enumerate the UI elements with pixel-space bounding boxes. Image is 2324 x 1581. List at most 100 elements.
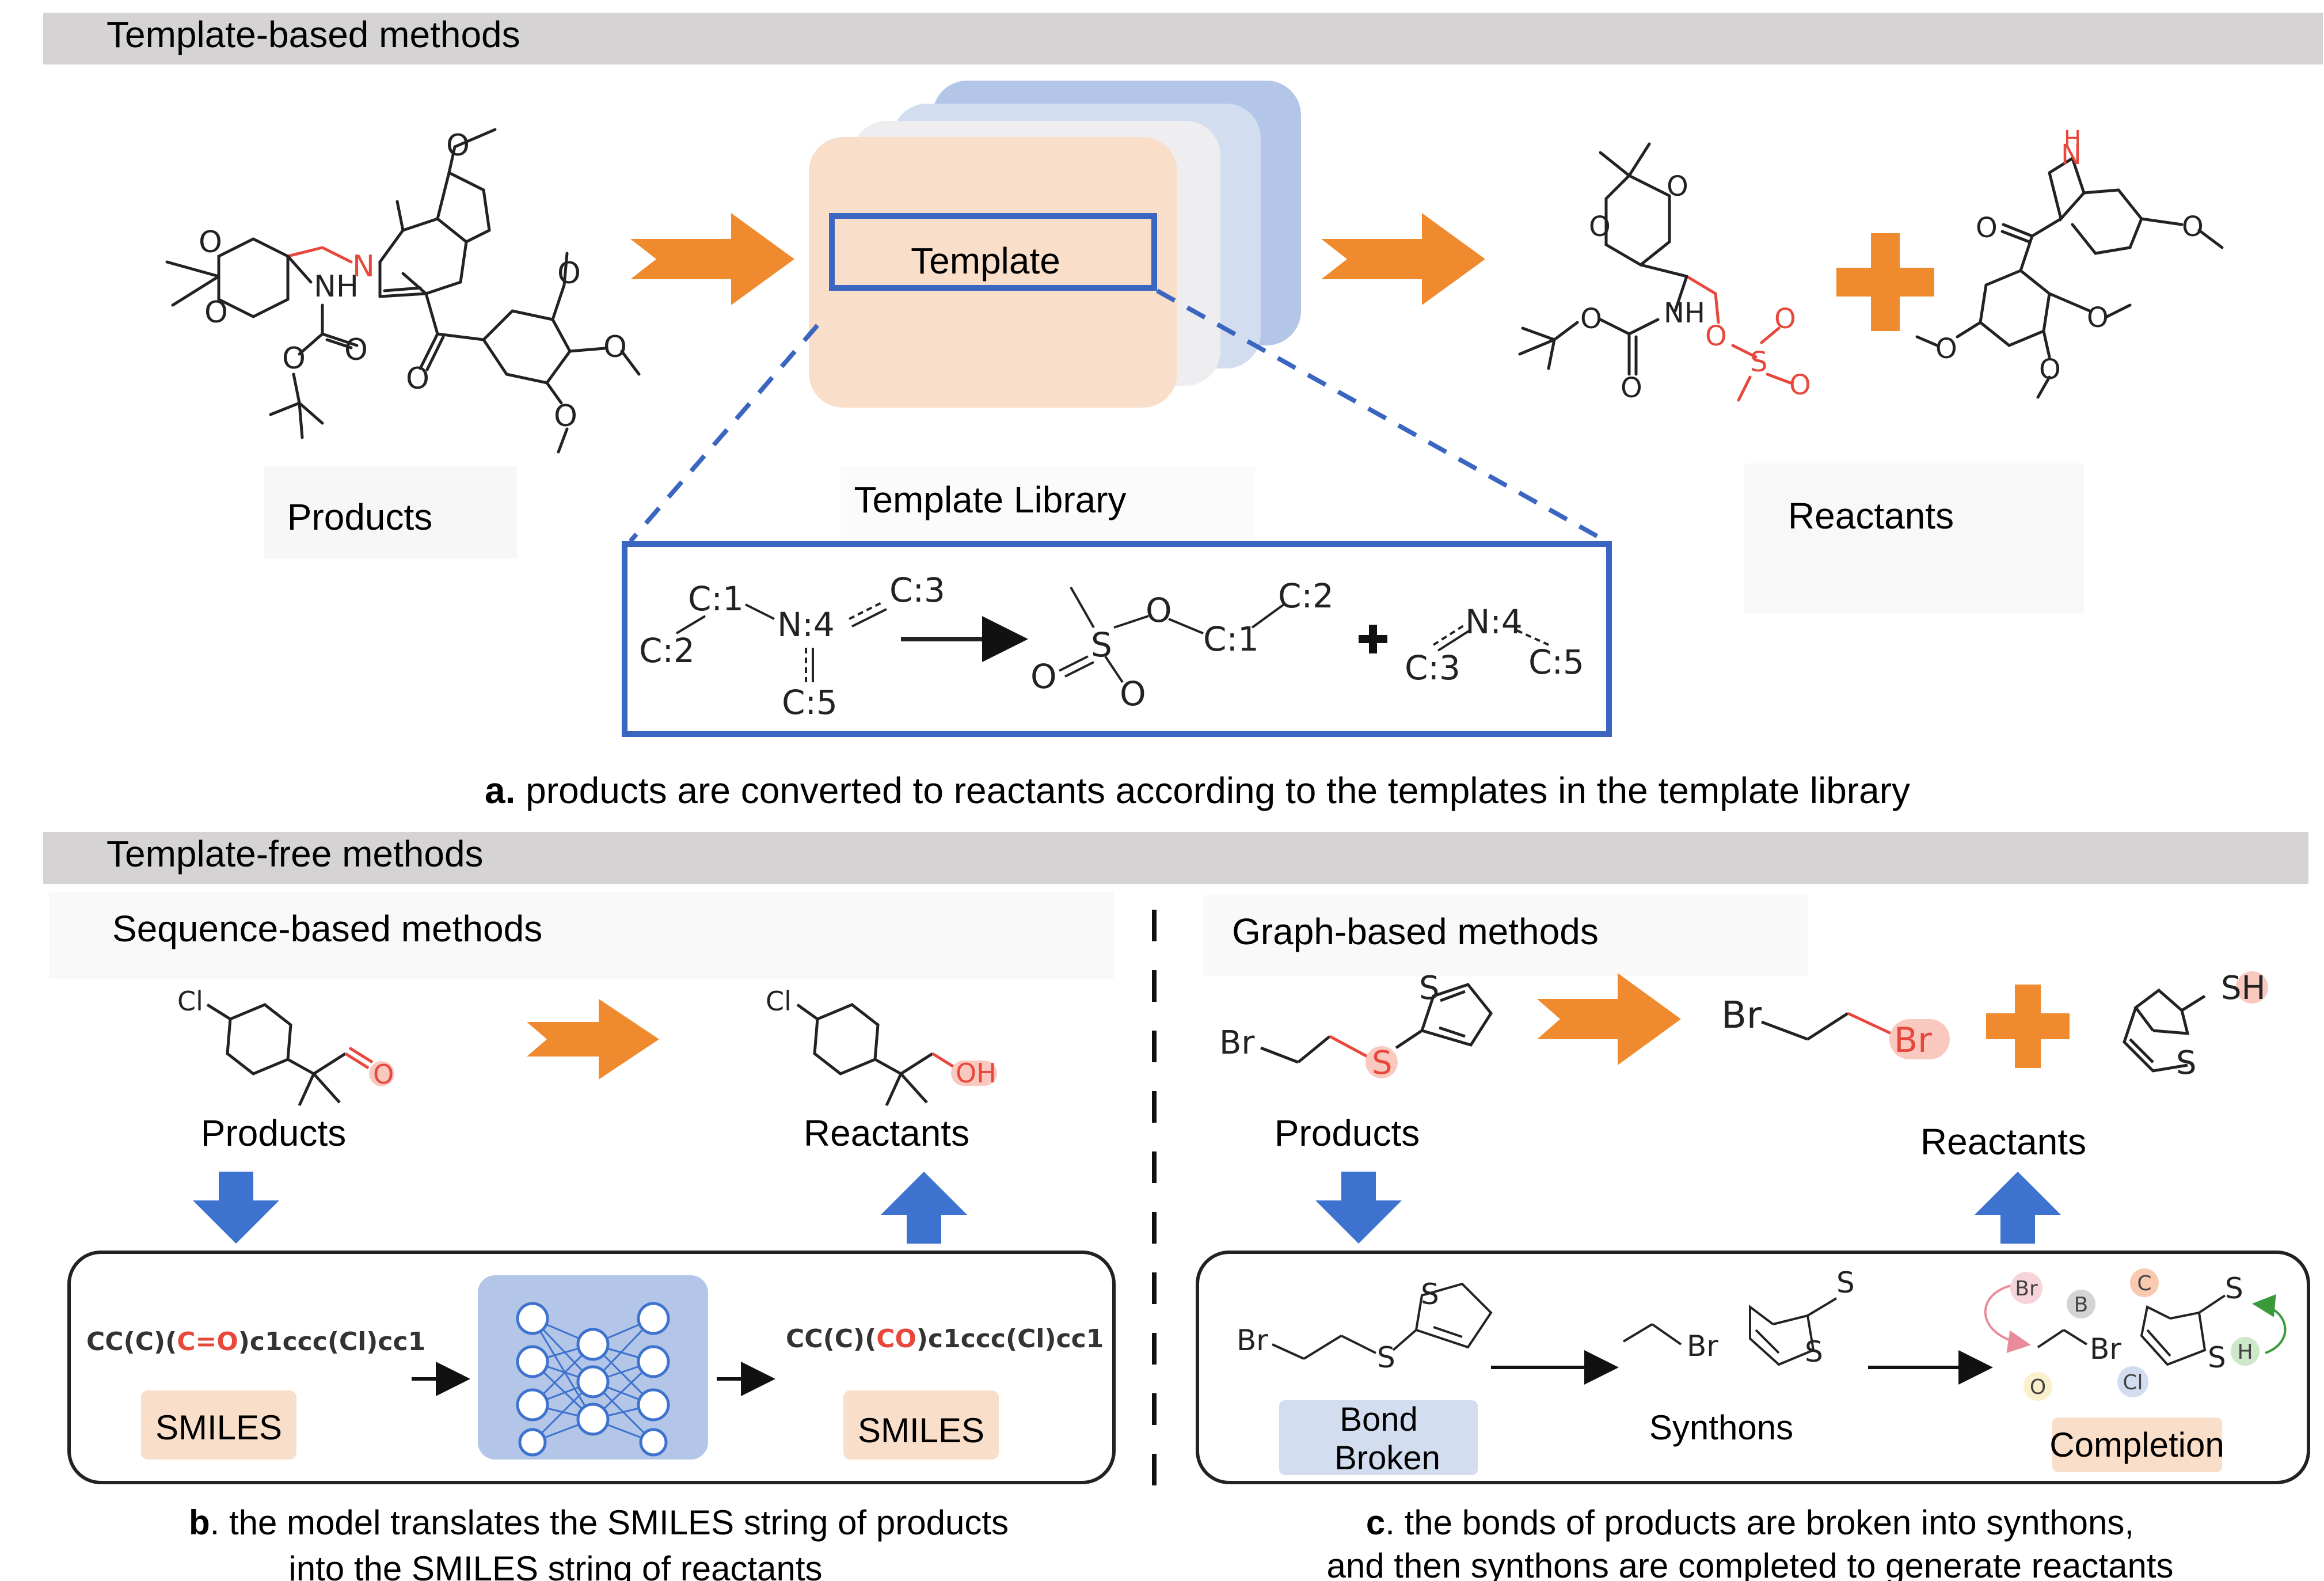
svg-text:N:4: N:4 [1465,602,1523,641]
completion-label: Completion [2049,1426,2224,1464]
atom-oh-b: OH [956,1058,996,1089]
svg-text:O: O [1120,674,1146,713]
products-label-b: Products [201,1112,347,1154]
svg-text:C:1: C:1 [1203,620,1259,659]
caption-c-line2: and then synthons are completed to gener… [1327,1546,2174,1581]
blue-arrow-down-c [1315,1172,1402,1244]
product-molecule-a [165,128,641,454]
reactant-molecule-a1-atoms: O O NH O S O O O O [1580,170,1811,404]
orange-arrow-b [527,999,659,1080]
svg-text:O: O [1976,212,1998,244]
svg-text:C:2: C:2 [1278,576,1334,615]
orange-arrow-c [1537,973,1681,1065]
blue-arrow-up-b [881,1172,967,1244]
svg-text:O: O [1935,333,1957,365]
product-molecule-c [1260,983,1493,1064]
blue-arrow-up-c [1975,1172,2061,1244]
svg-text:O: O [406,362,429,396]
template-library-label-bg [840,466,1255,541]
svg-text:O: O [1580,303,1602,335]
atom-s-syn: S [1836,1266,1855,1299]
atom-s-c: S [1372,1044,1393,1082]
section-b-title-bg [49,892,1114,979]
reactant-molecule-a1 [1518,142,1792,402]
svg-text:C:5: C:5 [782,683,838,722]
svg-text:O: O [1789,369,1811,401]
template-rule-box [622,541,1612,737]
badge-br-top [2010,1272,2042,1304]
svg-text:O: O [1621,372,1642,404]
smiles-tag-right-bg [843,1390,999,1460]
atom-br-react: Br [1721,994,1762,1037]
bond-broken-line1: Bond [1340,1401,1417,1438]
svg-text:C: C [2137,1272,2151,1295]
svg-text:O: O [1774,303,1796,335]
smiles-output: CC(C)(CO)c1ccc(Cl)cc1 [786,1324,1104,1354]
svg-text:O: O [1146,591,1172,630]
atom-cl-b2: Cl [766,986,792,1017]
template-label: Template [911,240,1060,282]
svg-text:S: S [1750,346,1767,378]
completion-molecule [2037,1294,2226,1366]
svg-text:O: O [282,341,306,376]
svg-text:O: O [2039,354,2061,386]
svg-text:H: H [2237,1340,2253,1364]
bond-broken-line2: Broken [1334,1439,1440,1477]
atom-s-ring-syn: S [1805,1335,1823,1369]
svg-text:C:5: C:5 [1528,643,1584,682]
bond-broken-bg [1279,1400,1478,1475]
template-rule-atoms: C:1 C:2 C:3 N:4 C:5 O S O O C:2 C:1 N:4 … [639,571,1584,722]
svg-text:O: O [344,333,368,367]
badge-h [2231,1337,2260,1366]
svg-text:H: H [2064,126,2081,153]
svg-text:NH: NH [1664,297,1705,329]
template-rule-bonds [675,587,1549,683]
badge-cl [2117,1366,2148,1397]
svg-text:C:2: C:2 [639,631,695,670]
blue-arrow-down-b [193,1172,279,1244]
atom-br-react-hl: Br [1894,1020,1932,1061]
atom-br-c: Br [1219,1024,1255,1062]
section-a-header-bar [43,13,2323,64]
orange-arrow-a2 [1321,213,1485,305]
atom-br-syn: Br [1687,1329,1718,1363]
caption-c-line1: c. the bonds of products are broken into… [1366,1503,2134,1542]
section-free-header-bar [43,832,2308,884]
products-label-bg [264,466,517,558]
highlight-o-b [369,1061,394,1086]
svg-text:O: O [1589,211,1611,243]
svg-text:O: O [1667,170,1688,203]
product-molecule-a-atoms: O O NH N O O O O O O O [199,128,627,434]
section-b-title: Sequence-based methods [112,908,542,949]
reactant-molecule-c2 [2123,988,2206,1073]
svg-text:O: O [446,128,470,163]
template-rule-plus [1359,625,1387,653]
reactants-label-b: Reactants [804,1112,969,1154]
completion-bg [2052,1417,2222,1472]
products-label-c: Products [1275,1112,1420,1154]
completion-atoms: Br B C O Cl H [2015,1272,2253,1399]
atom-s-ring-react: S [2176,1044,2197,1082]
smiles-input: CC(C)(C=O)c1ccc(Cl)cc1 [86,1327,425,1356]
reactants-label-bg [1744,463,2084,613]
svg-text:O: O [554,399,577,434]
reactant-molecule-a2 [1915,156,2224,399]
section-a-header: Template-based methods [106,14,520,55]
box-molecule-c [1272,1282,1493,1360]
highlight-s-c [1366,1046,1398,1078]
reactants-label-c: Reactants [1920,1121,2086,1162]
svg-text:O: O [2087,302,2109,334]
smiles-tag-right: SMILES [858,1411,984,1450]
atom-sh-react: SH [2221,970,2266,1007]
svg-text:O: O [2030,1375,2046,1399]
products-label-a: Products [287,496,433,538]
svg-text:N: N [352,249,375,284]
dashed-connector-right [1156,288,1607,544]
reactant-molecule-c1 [1761,1012,1892,1041]
svg-text:Cl: Cl [2123,1371,2143,1394]
highlight-br-react [1889,1019,1950,1059]
svg-text:O: O [199,225,222,260]
synthon-molecules [1622,1297,1838,1366]
svg-text:N:4: N:4 [777,605,835,644]
